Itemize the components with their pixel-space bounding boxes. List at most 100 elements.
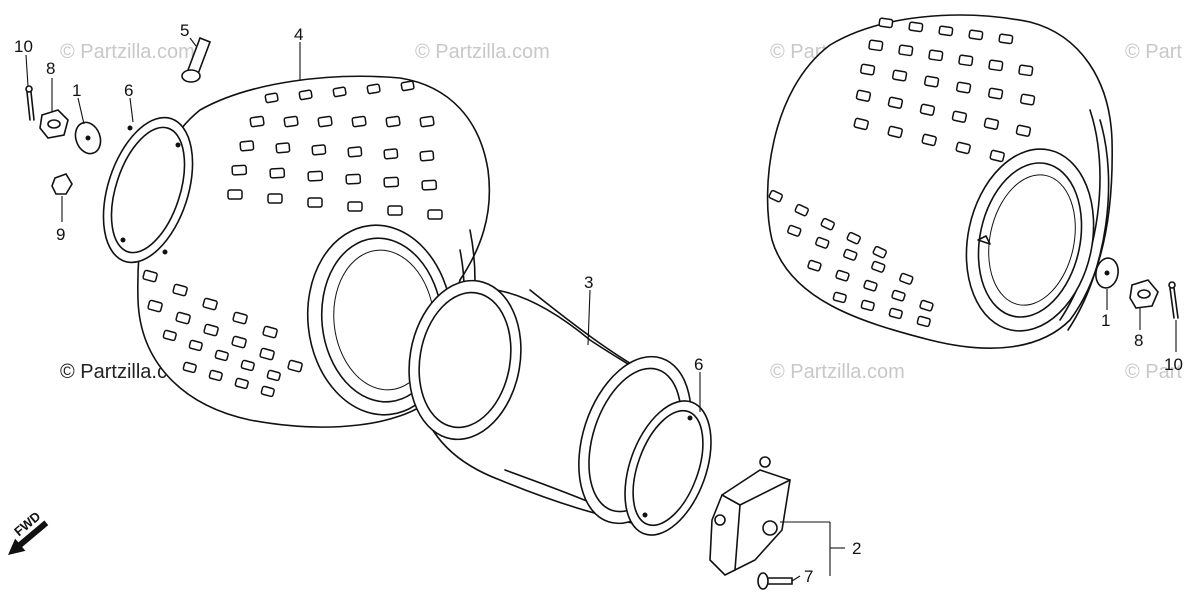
tread-lug <box>383 176 400 188</box>
tread-lug <box>142 269 158 283</box>
tread-lug <box>239 140 255 152</box>
tread-lug <box>846 231 861 245</box>
tread-lug <box>878 17 894 29</box>
tread-lug <box>835 269 850 282</box>
tread-lug <box>421 179 438 191</box>
callout-1-left: 1 <box>72 81 81 100</box>
seal-ring-mid[interactable] <box>608 389 727 547</box>
watermark-corner: © Part <box>1125 41 1182 63</box>
tire-valve[interactable] <box>181 36 212 83</box>
tread-lug <box>860 63 876 76</box>
tread-lug <box>768 189 783 203</box>
tread-lug <box>231 335 247 349</box>
tread-lug <box>419 115 435 128</box>
tread-lug <box>787 224 802 237</box>
tread-lug <box>287 359 303 373</box>
tread-lug <box>956 81 972 94</box>
nut-left[interactable] <box>51 173 73 195</box>
tread-lug <box>345 173 362 185</box>
tread-lug <box>1020 93 1036 106</box>
tread-lug <box>853 117 869 131</box>
castle-nut-left[interactable] <box>39 109 69 139</box>
callout-10-left: 10 <box>14 37 33 56</box>
cotter-pin-right[interactable] <box>1168 281 1179 319</box>
fwd-indicator: FWD <box>8 509 49 555</box>
callout-6-mid: 6 <box>694 355 703 374</box>
tread-lug <box>162 329 177 342</box>
tread-lug <box>899 272 914 285</box>
fwd-label: FWD <box>11 509 43 540</box>
callout-8-right: 8 <box>1134 331 1143 350</box>
tread-lug <box>332 86 347 98</box>
watermark-corner: © Part <box>1125 361 1182 383</box>
tread-lug <box>269 167 286 179</box>
tread-lug <box>383 148 399 160</box>
tread-lug <box>283 115 299 128</box>
tread-lug <box>400 80 415 92</box>
tread-lug <box>351 115 367 128</box>
cotter-pin-left[interactable] <box>25 85 35 121</box>
tread-lug <box>871 260 886 273</box>
tread-lug <box>203 323 219 337</box>
tread-lug <box>147 299 163 313</box>
tread-lug <box>385 115 401 128</box>
tread-lug <box>175 311 191 325</box>
wheel-hub[interactable] <box>709 456 791 576</box>
washer-right[interactable] <box>1094 256 1121 289</box>
callout-8-left: 8 <box>46 59 55 78</box>
tread-lug <box>307 197 323 208</box>
tread-lug <box>234 377 249 390</box>
watermark: © Partzilla.com <box>60 41 195 63</box>
tread-lug <box>968 29 984 41</box>
callout-3: 3 <box>584 273 593 292</box>
callouts: 10 8 1 6 9 5 4 3 6 2 7 1 8 10 <box>14 21 1183 586</box>
tread-lug <box>347 201 363 212</box>
tread-lug <box>924 75 940 88</box>
tread-lug <box>794 203 809 217</box>
callout-5: 5 <box>180 21 189 40</box>
tread-lug <box>227 189 243 200</box>
wheel-rim[interactable] <box>397 272 711 538</box>
callout-7: 7 <box>804 567 813 586</box>
tread-lug <box>958 54 974 67</box>
tread-lug <box>983 117 1000 130</box>
tread-lug <box>182 361 197 374</box>
watermark: © Partzilla.com <box>770 361 905 383</box>
tread-lug <box>208 369 223 382</box>
tread-lug <box>872 245 887 259</box>
left-tire-tread <box>142 80 443 398</box>
washer-left[interactable] <box>71 119 104 157</box>
tread-lug <box>860 299 875 312</box>
right-tire[interactable] <box>766 14 1113 349</box>
tread-lug <box>366 83 381 95</box>
callout-10-right: 10 <box>1164 355 1183 374</box>
castle-nut-right[interactable] <box>1129 279 1159 309</box>
watermark: © Partzilla.com <box>415 41 550 63</box>
tread-lug <box>843 248 858 261</box>
tread-lug <box>807 259 822 272</box>
tread-lug <box>347 146 363 158</box>
tread-lug <box>249 115 265 128</box>
tread-lug <box>202 297 218 311</box>
tread-lug <box>888 307 903 320</box>
tread-lug <box>887 125 903 139</box>
callout-6-left: 6 <box>124 81 133 100</box>
callout-4: 4 <box>294 25 303 44</box>
tread-lug <box>919 299 934 312</box>
tread-lug <box>1015 124 1032 137</box>
leader-lines <box>25 37 1177 582</box>
tread-lug <box>868 39 884 52</box>
tread-lug <box>267 193 283 204</box>
tread-lug <box>988 87 1004 100</box>
tread-lug <box>928 49 944 62</box>
callout-2: 2 <box>852 539 861 558</box>
tread-lug <box>820 217 835 231</box>
fwd-arrow-icon <box>8 520 49 555</box>
tread-lug <box>832 291 847 304</box>
tread-lug <box>262 325 278 339</box>
tread-lug <box>898 44 914 57</box>
seal-ring-left[interactable] <box>87 106 209 273</box>
hub-bolt[interactable] <box>757 572 793 590</box>
tread-lug <box>988 59 1004 72</box>
